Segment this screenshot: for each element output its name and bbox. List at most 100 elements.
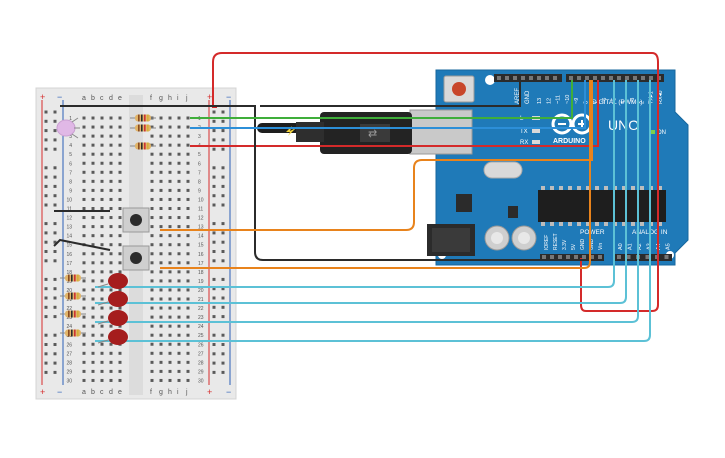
breadboard-hole[interactable] [118,360,122,364]
breadboard-hole[interactable] [100,270,104,274]
breadboard-hole[interactable] [118,152,122,156]
resistor[interactable] [130,114,156,122]
breadboard-hole[interactable] [186,315,190,319]
breadboard-hole[interactable] [177,134,181,138]
breadboard-hole[interactable] [168,179,172,183]
breadboard-hole[interactable] [82,134,86,138]
breadboard-hole[interactable] [118,324,122,328]
breadboard-hole[interactable] [118,288,122,292]
breadboard-hole[interactable] [186,225,190,229]
breadboard-hole[interactable] [159,207,163,210]
black-jumper-2[interactable] [53,238,111,251]
rail-hole[interactable] [44,110,48,114]
breadboard-hole[interactable] [100,152,104,156]
breadboard-hole[interactable] [177,369,181,373]
breadboard-hole[interactable] [109,225,113,229]
header-hole[interactable] [593,76,597,80]
breadboard-hole[interactable] [118,243,122,247]
header-hole[interactable] [569,76,573,80]
rail-hole[interactable] [221,203,225,207]
breadboard-hole[interactable] [100,225,104,229]
breadboard-hole[interactable] [159,134,163,138]
header-hole[interactable] [601,76,605,80]
header-hole[interactable] [617,76,621,80]
breadboard-hole[interactable] [159,125,163,129]
breadboard-hole[interactable] [177,378,181,382]
rail-hole[interactable] [53,147,57,151]
rail-hole[interactable] [212,119,216,123]
rail-hole[interactable] [44,166,48,170]
breadboard-hole[interactable] [91,216,95,220]
breadboard-hole[interactable] [82,324,86,328]
breadboard-hole[interactable] [118,143,122,147]
rail-hole[interactable] [212,194,216,198]
breadboard-hole[interactable] [82,188,86,192]
rail-hole[interactable] [44,287,48,291]
breadboard-hole[interactable] [109,261,113,265]
rail-hole[interactable] [212,250,216,253]
breadboard-hole[interactable] [168,161,172,165]
breadboard-hole[interactable] [91,252,95,256]
breadboard-hole[interactable] [186,161,190,165]
breadboard-hole[interactable] [109,288,113,292]
breadboard-hole[interactable] [91,152,95,156]
breadboard-hole[interactable] [177,261,181,265]
breadboard-hole[interactable] [118,234,122,238]
breadboard-hole[interactable] [150,188,154,192]
breadboard-hole[interactable] [168,225,172,229]
breadboard-hole[interactable] [82,125,86,129]
rail-hole[interactable] [221,240,225,244]
cyan-led-wire-1[interactable] [95,80,615,288]
breadboard-hole[interactable] [100,351,104,355]
rail-hole[interactable] [212,222,216,226]
reset-button-cap[interactable] [452,82,466,96]
breadboard-hole[interactable] [100,207,104,210]
breadboard-hole[interactable] [118,161,122,165]
rail-hole[interactable] [221,194,225,198]
breadboard-hole[interactable] [186,125,190,129]
breadboard-hole[interactable] [168,369,172,373]
pushbutton-2[interactable] [122,245,150,271]
breadboard-hole[interactable] [109,197,113,201]
breadboard-hole[interactable] [150,342,154,346]
breadboard-hole[interactable] [109,216,113,220]
rail-hole[interactable] [53,343,57,346]
rail-hole[interactable] [221,222,225,226]
breadboard-hole[interactable] [150,152,154,156]
breadboard-hole[interactable] [82,261,86,265]
breadboard-hole[interactable] [91,179,95,183]
rail-hole[interactable] [44,175,48,179]
breadboard-hole[interactable] [82,234,86,238]
breadboard-hole[interactable] [82,143,86,147]
rail-hole[interactable] [221,138,225,142]
breadboard-hole[interactable] [109,234,113,238]
breadboard-hole[interactable] [118,225,122,229]
black-gnd-wire-arduino[interactable] [260,80,521,107]
top-resistors[interactable] [130,114,156,150]
breadboard-hole[interactable] [109,252,113,256]
breadboard-hole[interactable] [82,333,86,337]
rail-hole[interactable] [53,240,57,244]
header-hole[interactable] [626,255,631,259]
rail-hole[interactable] [221,184,225,188]
breadboard-hole[interactable] [100,116,104,120]
rail-hole[interactable] [53,166,57,170]
rail-hole[interactable] [44,147,48,151]
pushbutton-cap[interactable] [130,214,142,226]
header-hole[interactable] [582,255,586,259]
breadboard-hole[interactable] [91,225,95,229]
breadboard-hole[interactable] [177,179,181,183]
green-wire[interactable] [190,80,573,119]
breadboard-hole[interactable] [159,360,163,364]
breadboard-hole[interactable] [168,279,172,283]
breadboard-hole[interactable] [168,288,172,292]
breadboard-hole[interactable] [159,279,163,283]
header-hole[interactable] [545,76,549,80]
breadboard-hole[interactable] [109,161,113,165]
breadboard-hole[interactable] [186,216,190,220]
header-hole[interactable] [505,76,509,80]
breadboard-hole[interactable] [186,143,190,147]
breadboard-hole[interactable] [177,351,181,355]
breadboard-hole[interactable] [150,360,154,364]
